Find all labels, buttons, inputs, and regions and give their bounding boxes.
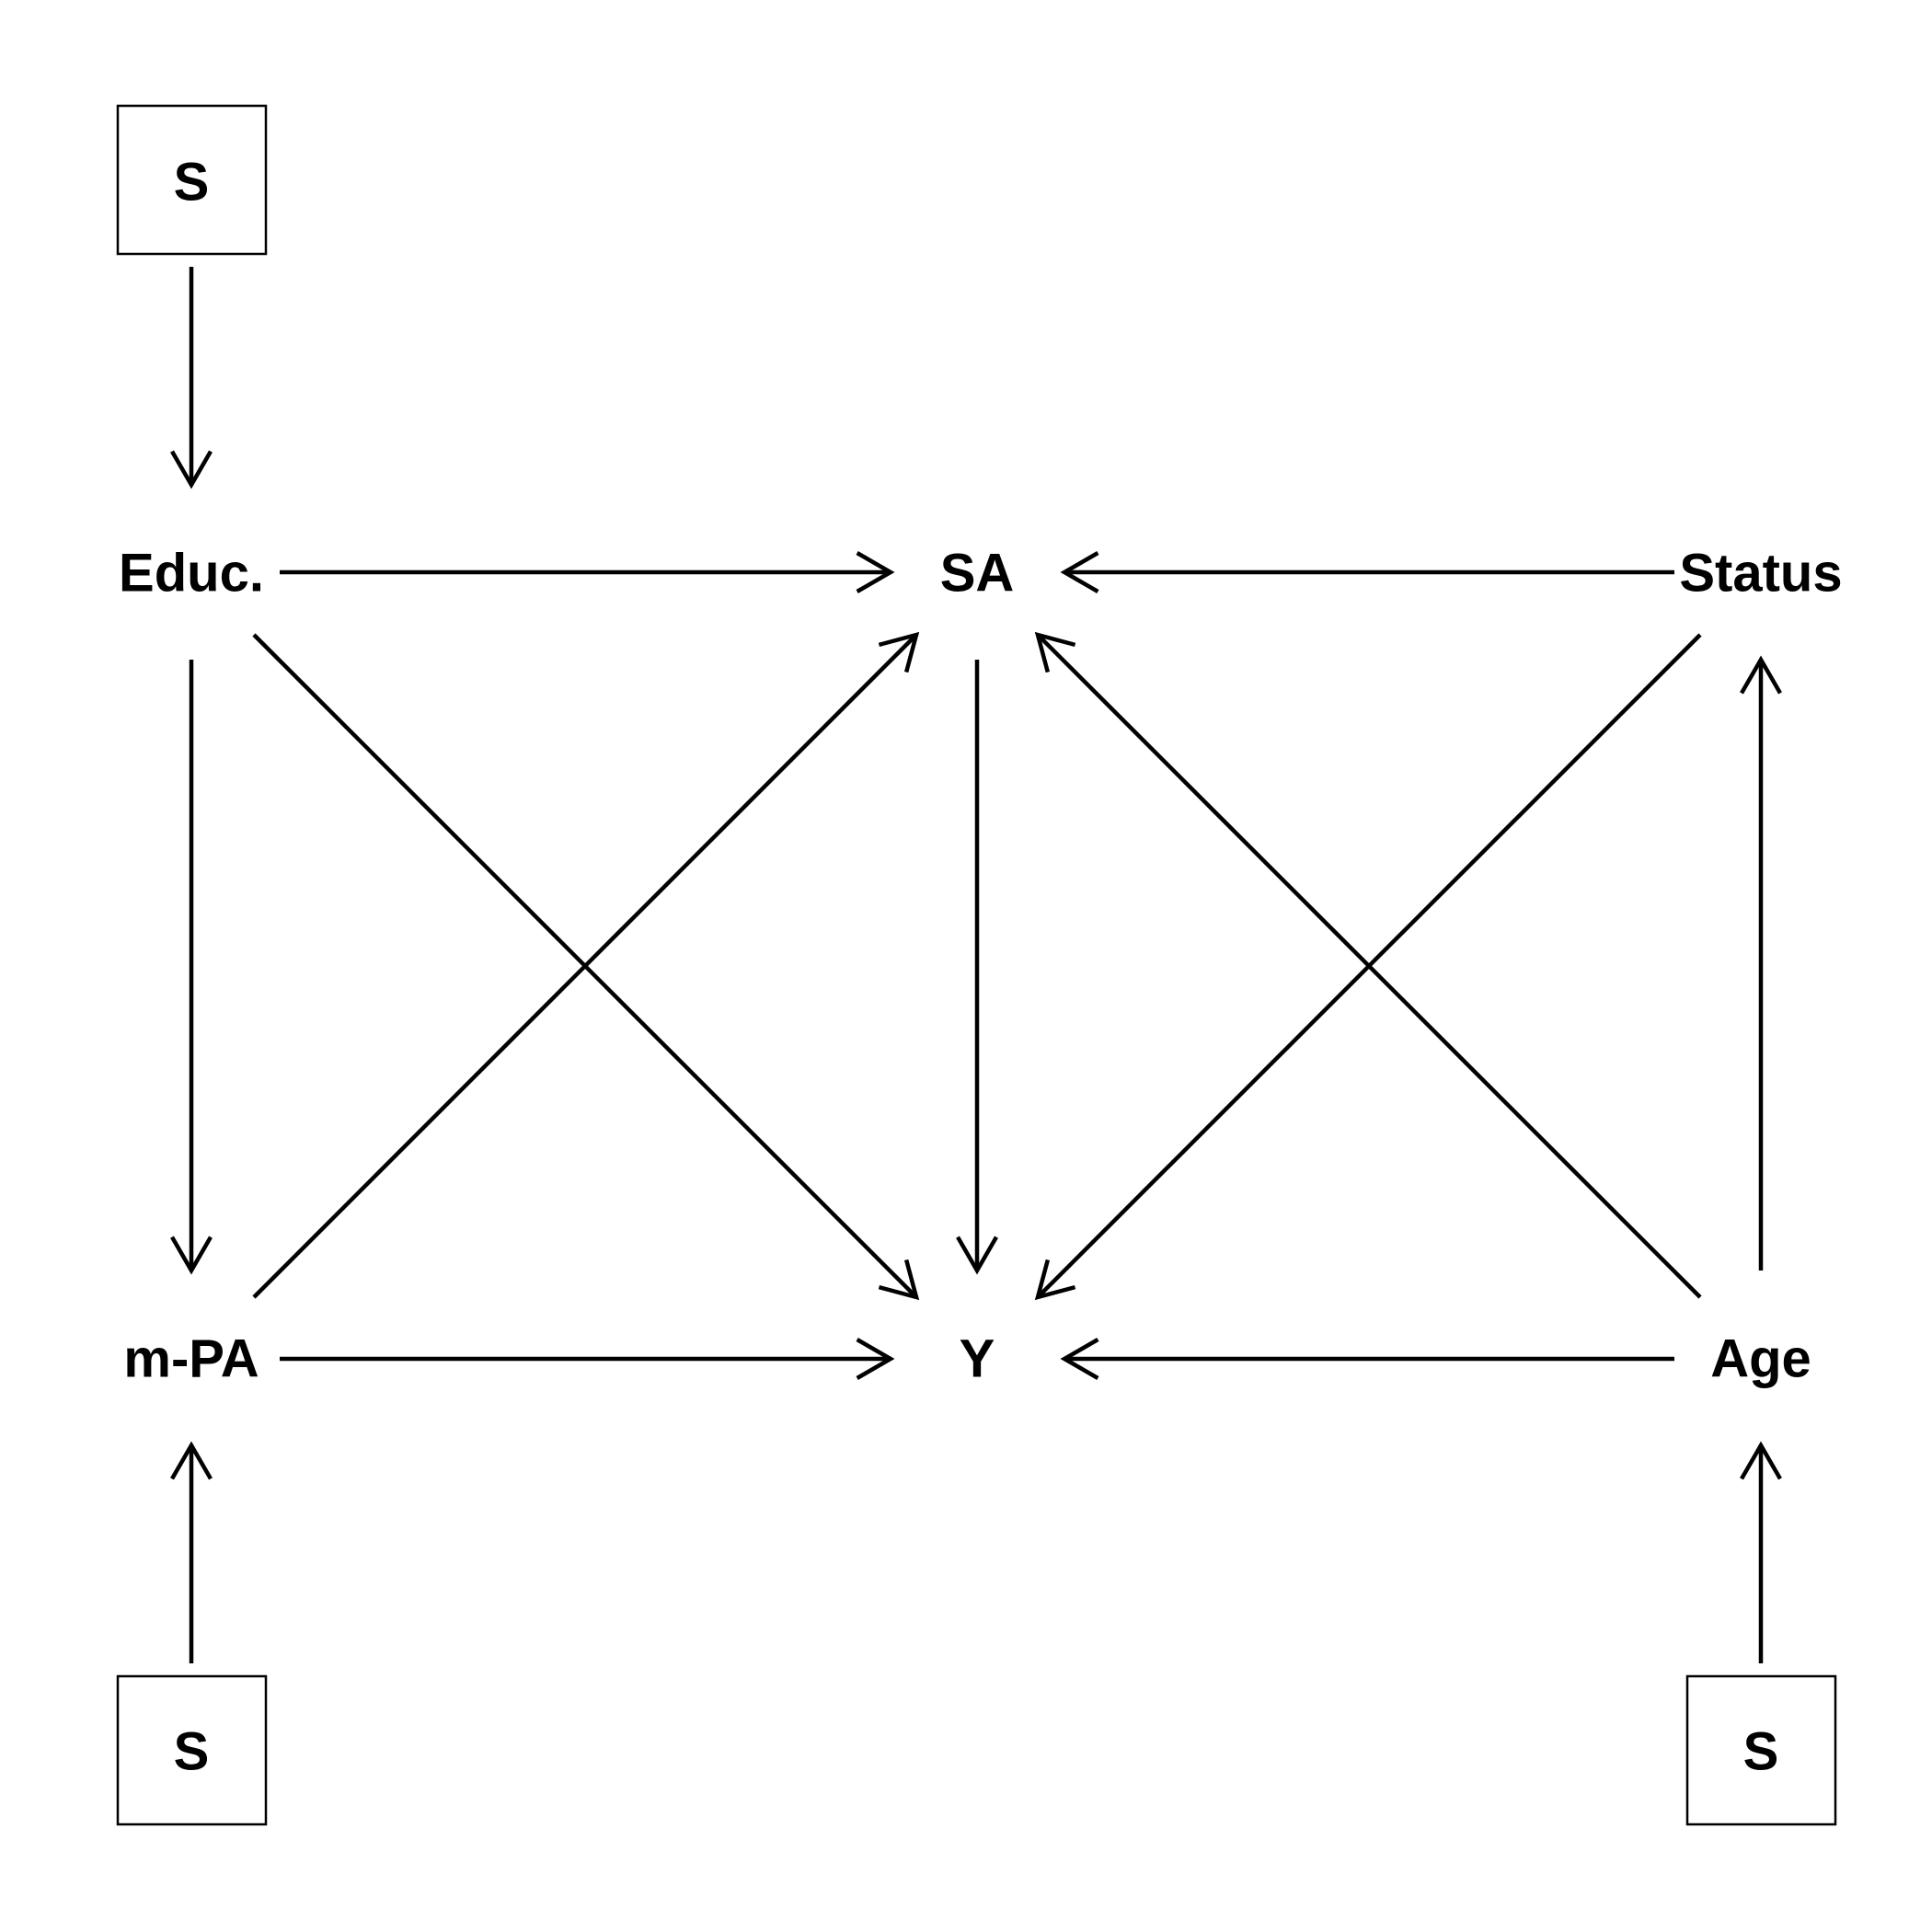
- node-s-bottom-left: S: [116, 1674, 268, 1826]
- edge-age-to-sa: [1036, 633, 1702, 1299]
- node-y: Y: [960, 1329, 995, 1389]
- edge-age-to-sa-arrowhead: [1034, 631, 1076, 673]
- edge-sa-to-y-arrowhead: [956, 1236, 998, 1275]
- edges-group: [170, 267, 1782, 1663]
- node-educ: Educ.: [119, 544, 264, 604]
- s-bottom-right-box: [1685, 1674, 1837, 1826]
- edge-age-to-status-arrowhead: [1740, 655, 1782, 695]
- node-s-bottom-right: S: [1685, 1674, 1837, 1826]
- s-bottom-left-box: [116, 1674, 268, 1826]
- node-status: Status: [1679, 544, 1842, 604]
- node-age: Age: [1710, 1329, 1811, 1389]
- s-bottom-left-label: S: [174, 1722, 210, 1782]
- edge-s-bottom-right-to-age-arrowhead: [1740, 1441, 1782, 1480]
- edge-age-to-y-arrowhead: [1060, 1338, 1099, 1380]
- s-bottom-right-label: S: [1743, 1722, 1779, 1782]
- edge-status-to-y-arrowhead: [1034, 1259, 1076, 1301]
- edge-mpa-to-sa: [252, 633, 918, 1299]
- edge-s-bottom-left-to-mpa-arrowhead: [170, 1441, 213, 1480]
- edge-status-to-sa-arrowhead: [1060, 551, 1099, 593]
- node-mpa: m-PA: [123, 1329, 259, 1389]
- edge-mpa-to-sa-arrowhead: [878, 631, 920, 673]
- node-s-top: S: [116, 104, 268, 256]
- edge-educ-to-mpa-arrowhead: [170, 1236, 213, 1275]
- edge-educ-to-y-arrowhead: [878, 1259, 920, 1301]
- edge-mpa-to-y-arrowhead: [856, 1338, 895, 1380]
- s-top-label: S: [174, 153, 210, 213]
- edge-s-top-to-educ-arrowhead: [170, 450, 213, 489]
- edge-educ-to-sa-arrowhead: [856, 551, 895, 593]
- s-top-box: [116, 104, 268, 256]
- node-sa: SA: [940, 544, 1015, 604]
